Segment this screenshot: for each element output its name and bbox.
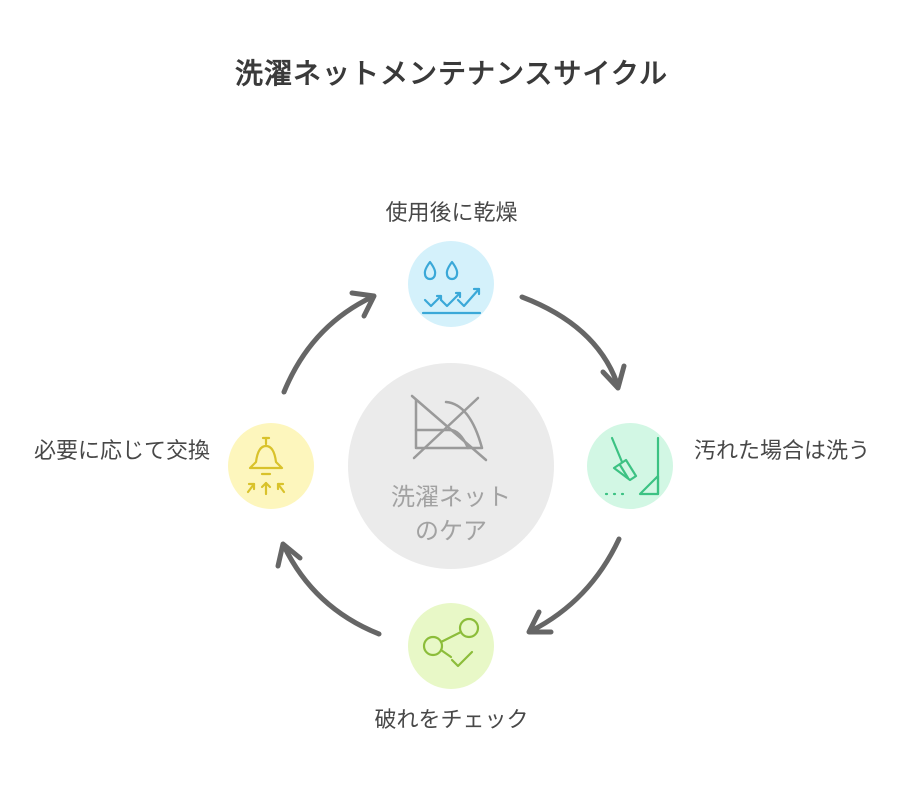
arrowhead-replace-to-dry bbox=[349, 290, 377, 319]
step-label-wash: 汚れた場合は洗う bbox=[694, 439, 871, 464]
arrow-check-to-replace bbox=[281, 543, 382, 637]
bell-lift-icon bbox=[246, 436, 286, 496]
broom-icon bbox=[604, 436, 660, 496]
arrowhead-check-to-replace bbox=[275, 541, 303, 569]
step-node-check bbox=[408, 603, 494, 689]
diagram-title: 洗濯ネットメンテナンスサイクル bbox=[234, 57, 669, 90]
step-label-replace: 必要に応じて交換 bbox=[33, 439, 210, 464]
step-label-dry: 使用後に乾燥 bbox=[385, 201, 518, 226]
center-label: 洗濯ネット のケア bbox=[348, 480, 554, 548]
drying-icon bbox=[421, 260, 482, 315]
center-label-line2: のケア bbox=[415, 517, 487, 545]
center-hub bbox=[348, 363, 554, 569]
arrowhead-dry-to-wash bbox=[600, 363, 627, 391]
share-check-icon bbox=[422, 617, 480, 668]
step-label-check: 破れをチェック bbox=[374, 708, 529, 733]
arrow-replace-to-dry bbox=[281, 294, 375, 395]
arrowhead-wash-to-check bbox=[526, 609, 554, 635]
no-dryer-icon bbox=[410, 394, 488, 462]
cycle-arrows bbox=[275, 290, 627, 637]
arrow-dry-to-wash bbox=[519, 294, 621, 389]
step-node-replace bbox=[228, 423, 314, 509]
center-label-line1: 洗濯ネット bbox=[391, 483, 511, 511]
arrow-wash-to-check bbox=[528, 536, 622, 634]
